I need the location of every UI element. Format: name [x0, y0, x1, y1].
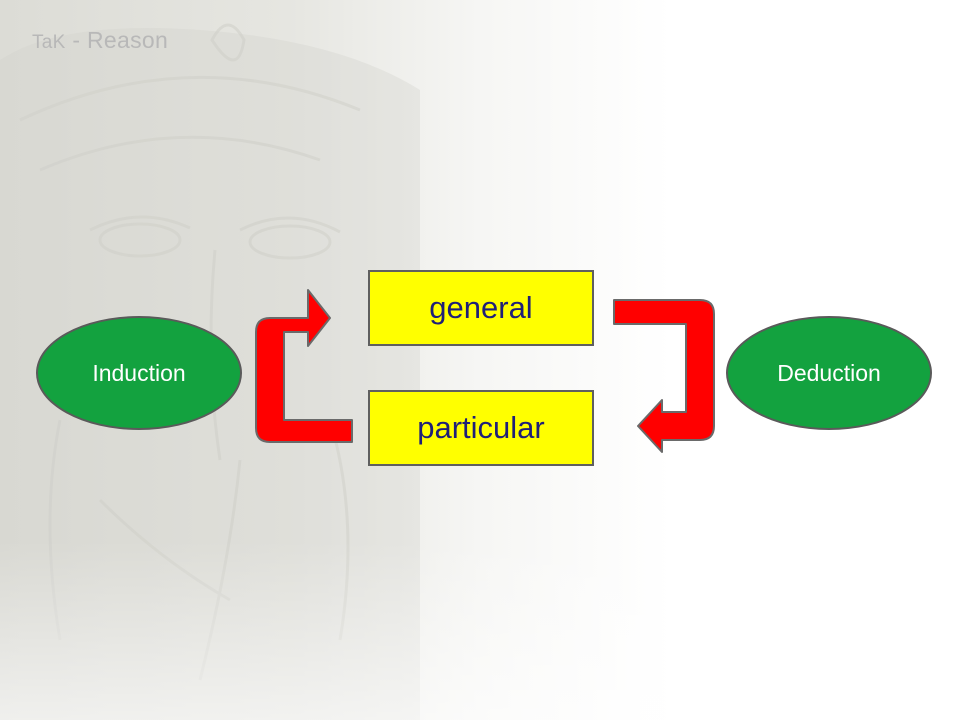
title-prefix: TaK	[32, 32, 66, 53]
slide-title: TaK - Reason	[32, 27, 168, 54]
general-label: general	[429, 290, 533, 325]
deduction-label: Deduction	[777, 359, 881, 386]
general-box: general	[368, 270, 594, 346]
particular-label: particular	[417, 410, 545, 445]
title-separator: -	[65, 27, 87, 53]
particular-box: particular	[368, 390, 594, 466]
induction-arrow-icon	[255, 289, 353, 443]
deduction-arrow-icon	[613, 299, 715, 453]
induction-oval: Induction	[36, 316, 242, 430]
induction-label: Induction	[92, 359, 186, 386]
deduction-oval: Deduction	[726, 316, 932, 430]
title-text: Reason	[86, 27, 169, 53]
